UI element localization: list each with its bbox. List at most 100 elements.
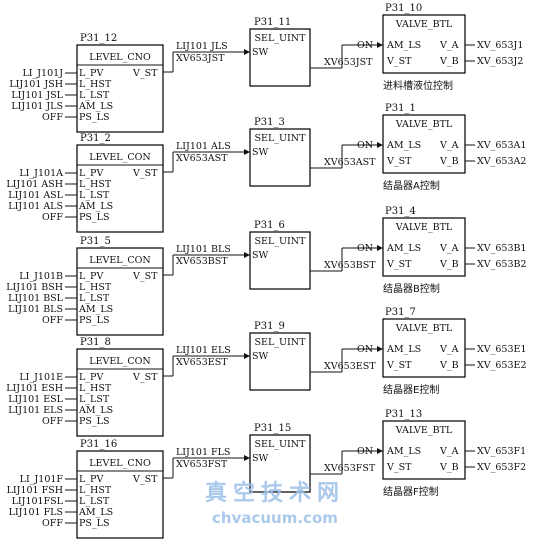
level-input-pin: L_LST	[79, 496, 110, 507]
valve-output-signal: XV_653A1	[477, 140, 526, 151]
valve-input-pin: V_ST	[386, 56, 412, 67]
level-block	[76, 44, 164, 133]
level-block-type: LEVEL_CNO	[89, 458, 151, 469]
sel-block	[249, 434, 311, 493]
valve-output-signal: XV_653F2	[477, 462, 526, 473]
level-input-pin: L_LST	[79, 394, 110, 405]
valve-output-pin: V_B	[439, 56, 459, 67]
watermark-cn: 真空技术网	[205, 480, 345, 506]
valve-on-signal: ON	[357, 446, 373, 457]
level-block-tag: P31_2	[80, 133, 111, 144]
valve-block-tag: P31_7	[385, 307, 416, 318]
sel-block-type: SEL_UINT	[255, 133, 307, 144]
valve-block-type: VALVE_BTL	[395, 222, 453, 233]
valve-input-pin: AM_LS	[386, 243, 421, 254]
valve-input-pin: V_ST	[386, 156, 412, 167]
level-output-pin: V_ST	[132, 372, 158, 383]
level-block-tag: P31_12	[80, 33, 117, 44]
sel-output-signal: XV653AST	[324, 157, 376, 168]
level-input-signal: LIJ101 JLS	[11, 101, 63, 112]
level-input-pin: L_PV	[79, 372, 103, 383]
valve-output-pin: V_B	[439, 360, 459, 371]
sel-input-pin: SW	[252, 47, 269, 58]
level-input-pin: L_PV	[79, 271, 103, 282]
level-input-signal: OFF	[42, 112, 63, 123]
level-block-tag: P31_8	[80, 337, 111, 348]
level-input-signal: OFF	[42, 212, 63, 223]
valve-on-signal: ON	[357, 140, 373, 151]
level-input-signal: LI_J101A	[19, 168, 63, 179]
level-input-pin: AM_LS	[78, 507, 113, 518]
valve-output-signal: XV_653E1	[477, 344, 527, 355]
level-block-type: LEVEL_CNO	[89, 52, 151, 63]
valve-output-signal: XV_653B2	[477, 259, 527, 270]
level-input-pin: L_HST	[79, 79, 112, 90]
level-input-pin: PS_LS	[79, 212, 109, 223]
arrow-icon	[377, 346, 383, 352]
level-block	[76, 144, 164, 233]
level-input-pin: PS_LS	[79, 416, 109, 427]
valve-input-pin: AM_LS	[386, 40, 421, 51]
valve-output-signal: XV_653J2	[477, 56, 523, 67]
watermark: 真空技术网 chvacuum.com	[205, 480, 345, 527]
valve-input-pin: AM_LS	[386, 446, 421, 457]
level-block	[76, 450, 164, 539]
level-input-pin: L_LST	[79, 293, 110, 304]
valve-output-signal: XV_653A2	[477, 156, 526, 167]
valve-block	[382, 318, 466, 378]
valve-output-pin: V_A	[439, 344, 459, 355]
sel-block-tag: P31_6	[254, 220, 285, 231]
sel-output-signal: XV653BST	[324, 260, 376, 271]
level-input-pin: L_PV	[79, 68, 103, 79]
level-input-signal: LIJ101 ASH	[6, 179, 63, 190]
level-block-tag: P31_16	[80, 439, 117, 450]
sel-block-type: SEL_UINT	[255, 337, 307, 348]
level-input-pin: L_PV	[79, 168, 103, 179]
level-input-pin: L_HST	[79, 282, 112, 293]
sel-output-signal: XV653JST	[324, 57, 373, 68]
level-input-signal: LI_J101J	[22, 68, 63, 79]
sel-input-signal: XV653EST	[176, 357, 228, 368]
level-input-signal: OFF	[42, 315, 63, 326]
valve-block	[382, 14, 466, 74]
level-output-pin: V_ST	[132, 168, 158, 179]
level-input-pin: AM_LS	[78, 405, 113, 416]
level-input-signal: LIJ101FSL	[12, 496, 64, 507]
level-block	[76, 348, 164, 437]
level-input-pin: AM_LS	[78, 101, 113, 112]
valve-input-pin: AM_LS	[386, 140, 421, 151]
valve-block-tag: P31_1	[385, 103, 416, 114]
valve-output-signal: XV_653F1	[477, 446, 526, 457]
valve-on-signal: ON	[357, 243, 373, 254]
valve-output-pin: V_A	[439, 140, 459, 151]
level-input-signal: LIJ101 BLS	[8, 304, 63, 315]
sel-input-signal: XV653BST	[176, 256, 228, 267]
level-input-signal: LIJ101 BSH	[6, 282, 63, 293]
level-output-pin: V_ST	[132, 474, 158, 485]
arrow-icon	[377, 42, 383, 48]
arrow-icon	[377, 142, 383, 148]
level-output-pin: V_ST	[132, 271, 158, 282]
valve-block	[382, 114, 466, 174]
valve-input-pin: AM_LS	[386, 344, 421, 355]
valve-block-tag: P31_13	[385, 409, 422, 420]
valve-on-signal: ON	[357, 40, 373, 51]
level-block-type: LEVEL_CON	[89, 356, 150, 367]
arrow-icon	[244, 49, 250, 55]
sel-block-type: SEL_UINT	[255, 439, 307, 450]
valve-block-type: VALVE_BTL	[395, 425, 453, 436]
valve-on-signal: ON	[357, 344, 373, 355]
sel-input-signal: LIJ101 FLS	[176, 447, 230, 458]
level-input-signal: LI_J101F	[20, 474, 64, 485]
sel-input-signal: LIJ101 ELS	[176, 345, 231, 356]
valve-input-pin: V_ST	[386, 360, 412, 371]
level-output-pin: V_ST	[132, 68, 158, 79]
sel-input-signal: XV653FST	[176, 459, 228, 470]
valve-block-tag: P31_10	[385, 3, 422, 14]
valve-caption: 结晶器E控制	[383, 383, 439, 396]
valve-block	[382, 217, 466, 277]
